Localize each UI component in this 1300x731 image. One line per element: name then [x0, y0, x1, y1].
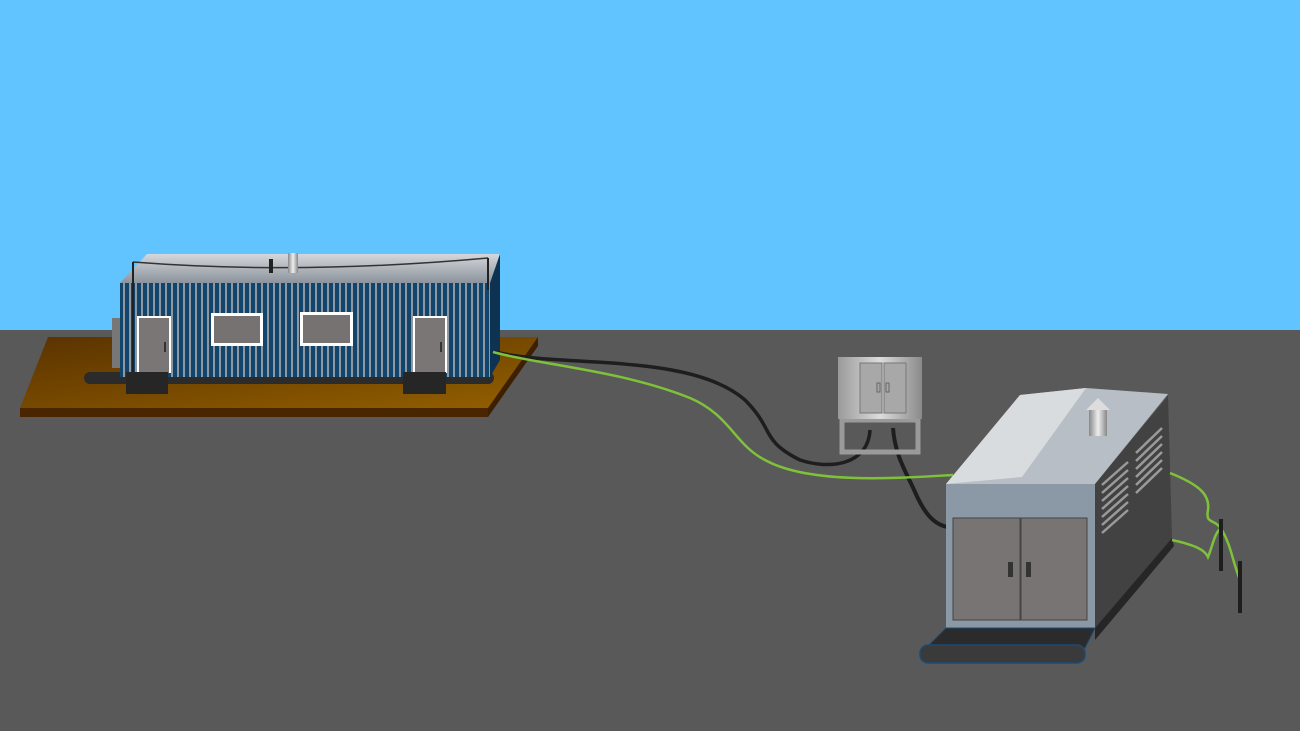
switch-door[interactable]	[883, 362, 907, 414]
power-cable	[494, 350, 872, 467]
generator-door[interactable]	[1020, 517, 1088, 621]
vent-louvers	[1101, 427, 1163, 534]
building-window	[211, 313, 263, 346]
power-cable	[891, 427, 949, 529]
door-step	[126, 372, 168, 394]
door-step	[403, 372, 446, 394]
ground-wire	[492, 350, 954, 480]
generator-skid	[924, 627, 1096, 649]
building-door[interactable]	[137, 316, 171, 373]
grounding-rod-icon	[1219, 519, 1223, 571]
ground-wire	[1169, 471, 1242, 581]
generator-enclosure	[919, 388, 1174, 664]
building-roof	[120, 254, 500, 283]
transfer-switch	[838, 357, 922, 455]
roof-vent-icon	[288, 253, 298, 273]
building-window	[300, 312, 353, 346]
exhaust-stack-icon	[1089, 408, 1107, 436]
switch-door[interactable]	[859, 362, 883, 414]
grounding-rod-icon	[1238, 561, 1242, 613]
building-door[interactable]	[413, 316, 447, 373]
building-side	[490, 254, 500, 377]
portable-building	[84, 253, 500, 394]
ground-wire	[1171, 526, 1223, 561]
